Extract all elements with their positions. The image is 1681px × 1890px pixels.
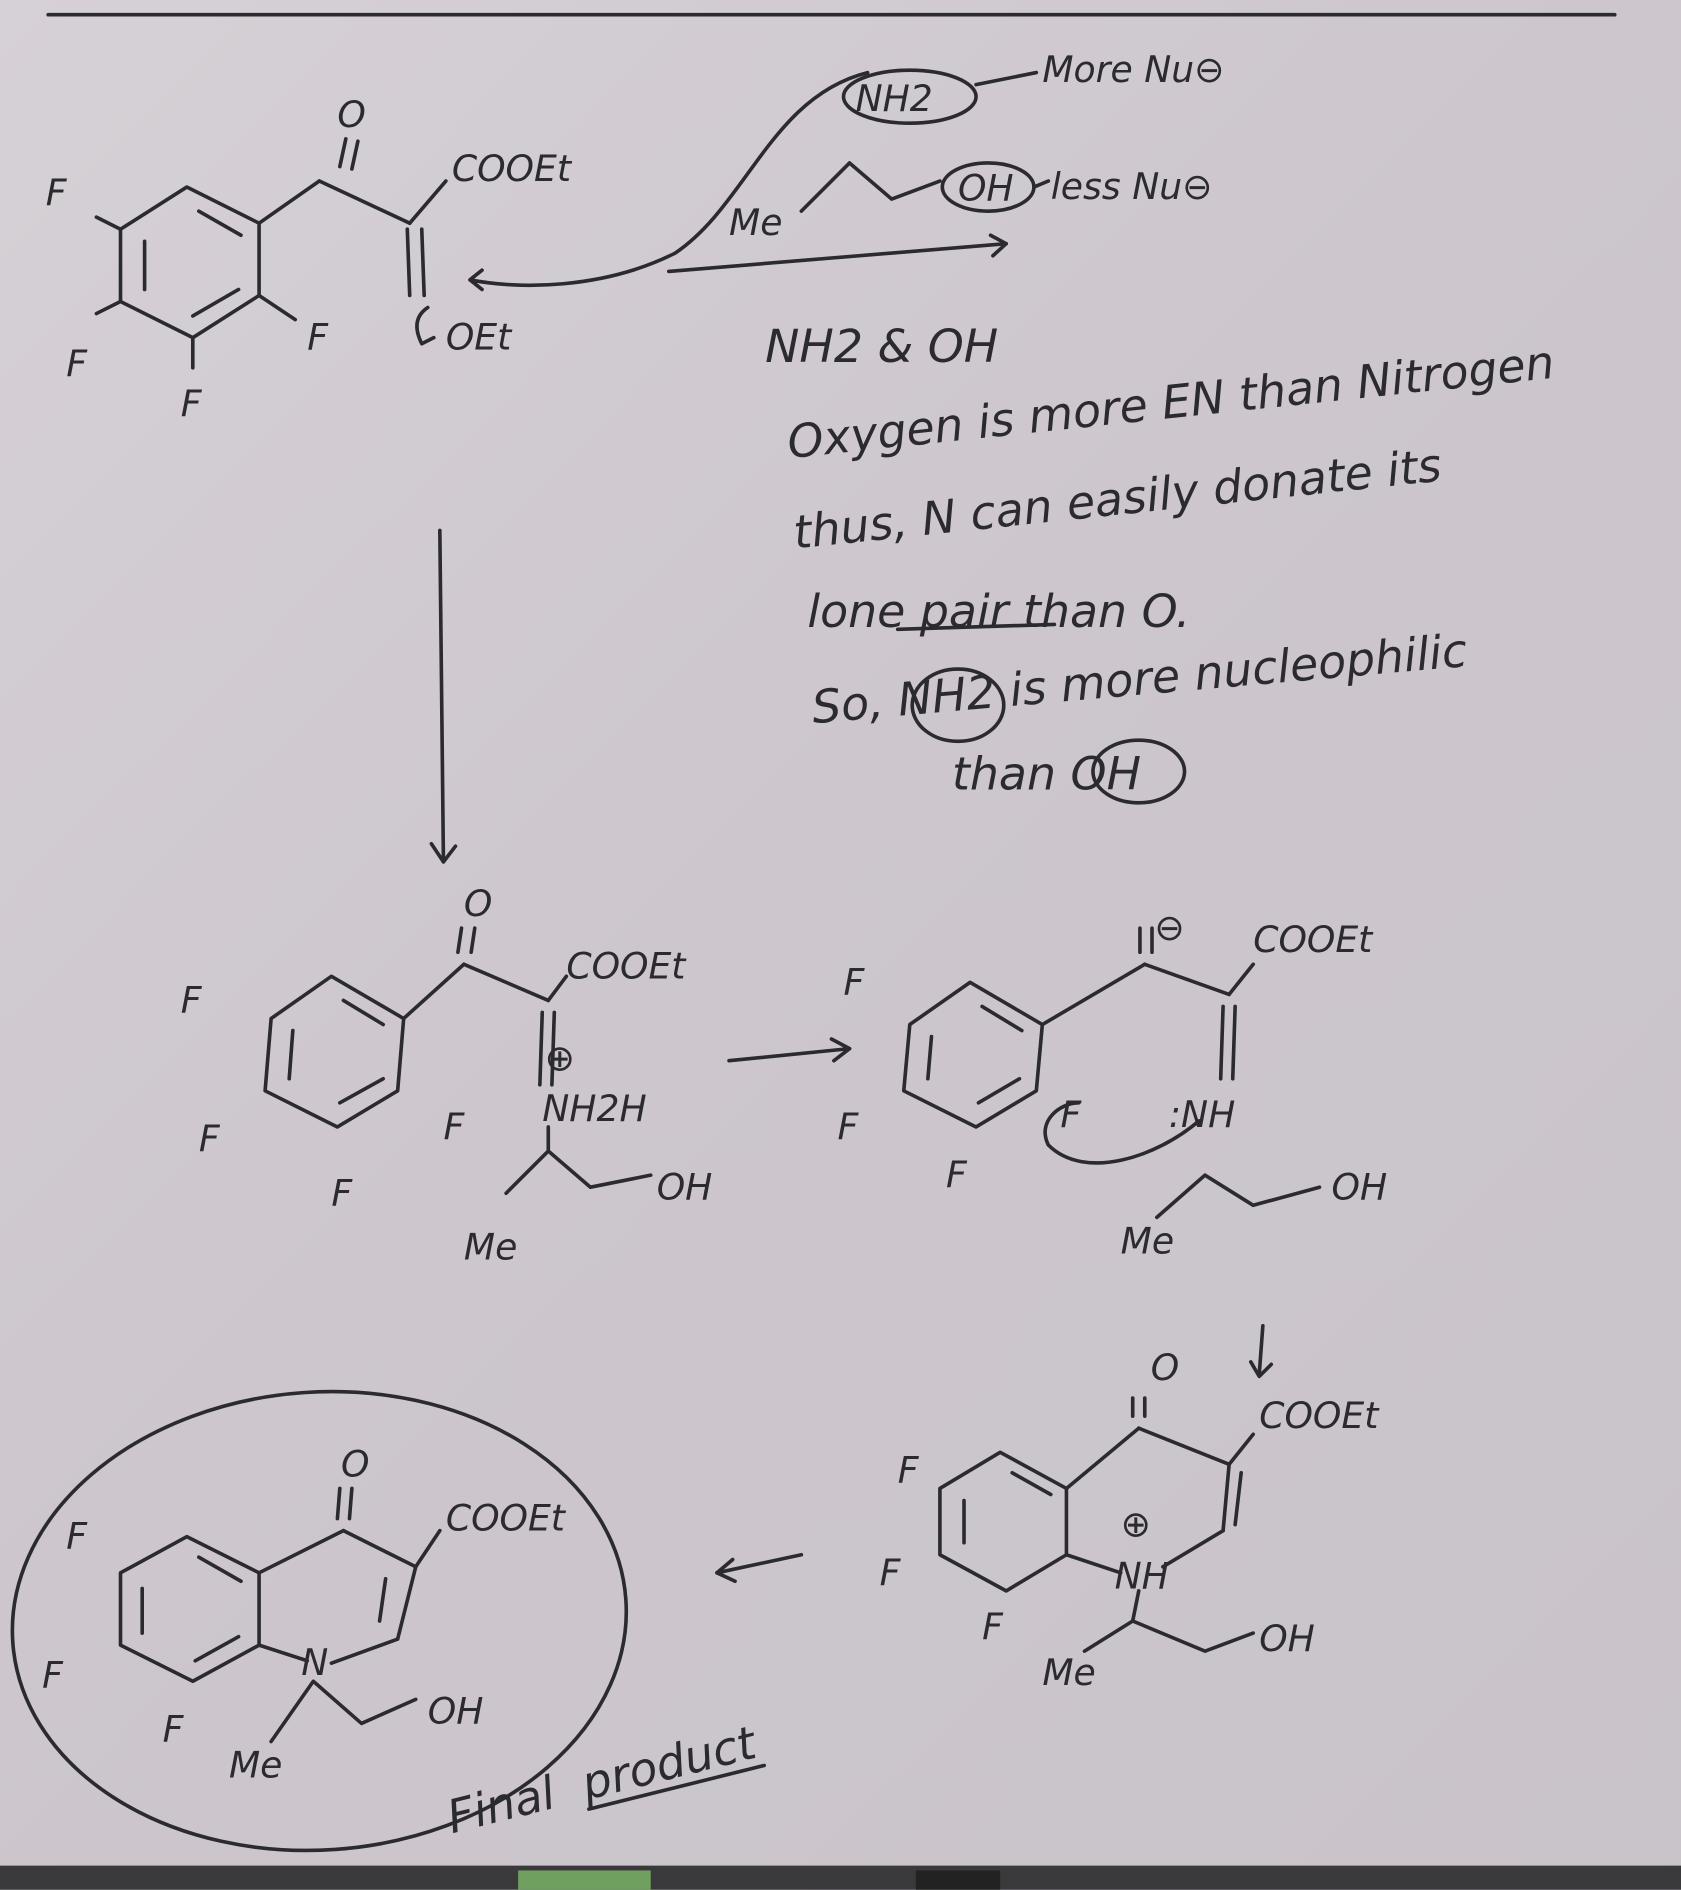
fluorine-label: F xyxy=(331,1171,353,1214)
fluorine-label: F xyxy=(199,1117,221,1160)
methyl-label: Me xyxy=(229,1744,282,1787)
positive-charge: ⊕ xyxy=(1121,1503,1151,1546)
fluorine-label: F xyxy=(46,171,68,214)
fluorine-label: F xyxy=(181,978,203,1021)
fluorine-label: F xyxy=(844,960,866,1003)
positive-charge: ⊕ xyxy=(545,1036,575,1079)
benzene-ring xyxy=(118,185,261,340)
reaction-arrow xyxy=(666,241,1008,274)
amine-label: NH2H xyxy=(542,1087,646,1130)
methyl-label: Me xyxy=(1042,1651,1095,1694)
final-product-structure: O COOEt N OH Me F F F Final product xyxy=(10,1389,767,1853)
explanation-notes: NH2 & OH Oxygen is more EN than Nitrogen… xyxy=(765,319,1557,805)
background-object xyxy=(915,1870,1001,1890)
methyl-label: Me xyxy=(729,201,782,244)
amine-note: More Nu⊖ xyxy=(1042,48,1224,91)
comparison-heading: NH2 & OH xyxy=(765,319,998,373)
carbonyl-oxygen: O xyxy=(1151,1346,1179,1389)
fluorine-label: F xyxy=(837,1105,859,1148)
hydroxyl-label: OH xyxy=(428,1689,484,1732)
right-arrow xyxy=(727,1046,852,1063)
hydroxyl-label: OH xyxy=(657,1165,713,1208)
fluorine-label: F xyxy=(181,382,203,425)
ester-label: COOEt xyxy=(566,945,687,988)
amine-label: NH2 xyxy=(856,77,933,120)
final-caption: Final xyxy=(442,1765,561,1844)
intermediate-1-structure: O COOEt ⊕ NH2H OH Me F F F F xyxy=(181,882,713,1268)
fluorine-label: F xyxy=(163,1708,185,1751)
final-product-circle xyxy=(10,1389,629,1853)
ester-label: COOEt xyxy=(1253,918,1374,961)
note-line: than OH xyxy=(952,747,1141,801)
intermediate-2-structure: ⊖ COOEt :NH F OH Me F F F xyxy=(837,906,1387,1262)
reagent-structure: NH2 More Nu⊖ Me OH less Nu⊖ xyxy=(468,48,1224,292)
fluorine-label: F xyxy=(443,1105,465,1148)
photo-bottom-edge xyxy=(0,1865,1681,1890)
fluorine-label: F xyxy=(66,1515,88,1558)
reactant-structure: O COOEt OEt F F F F xyxy=(46,93,573,425)
down-arrow xyxy=(438,528,446,864)
underline xyxy=(587,1763,767,1811)
leaving-fluorine-label: F xyxy=(1060,1093,1082,1136)
hydroxyl-label: OH xyxy=(1332,1165,1388,1208)
amine-label: :NH xyxy=(1169,1093,1235,1136)
carbonyl-oxygen: O xyxy=(341,1442,369,1485)
ester-label: COOEt xyxy=(1259,1394,1380,1437)
methyl-label: Me xyxy=(464,1226,517,1269)
curved-arrow xyxy=(415,305,436,346)
nucleophilic-attack-arrow xyxy=(468,70,870,292)
carbonyl-oxygen: O xyxy=(337,93,365,136)
amine-circle xyxy=(841,68,978,125)
curved-arrow xyxy=(1043,1101,1201,1165)
fluorine-label: F xyxy=(982,1605,1004,1648)
carbonyl-oxygen: O xyxy=(464,882,492,925)
down-arrow xyxy=(1257,1323,1265,1376)
nitrogen-label: N xyxy=(301,1641,328,1684)
hydroxyl-label: OH xyxy=(1259,1617,1315,1660)
note-line: So, NH2 is more nucleophilic xyxy=(810,623,1470,734)
hydroxyl-note: less Nu⊖ xyxy=(1051,165,1213,208)
ester-label: COOEt xyxy=(452,147,573,190)
fluorine-label: F xyxy=(307,316,329,359)
carbonyl-charge: ⊖ xyxy=(1154,906,1184,949)
ester-label: COOEt xyxy=(446,1497,567,1540)
fluorine-label: F xyxy=(42,1653,64,1696)
amine-label: NH xyxy=(1115,1554,1169,1597)
product-caption: product xyxy=(575,1715,763,1811)
hydroxyl-label: OH xyxy=(958,166,1014,209)
methyl-label: Me xyxy=(1121,1219,1174,1262)
fluorine-label: F xyxy=(66,342,88,385)
leaving-group-label: OEt xyxy=(446,316,513,359)
intermediate-3-structure: O COOEt ⊕ NH OH Me F F F xyxy=(880,1346,1381,1694)
note-line: lone pair than O. xyxy=(807,584,1190,638)
left-arrow xyxy=(715,1552,804,1575)
fluorine-label: F xyxy=(898,1448,920,1491)
background-object xyxy=(518,1870,651,1890)
fluorine-label: F xyxy=(946,1153,968,1196)
fluorine-label: F xyxy=(880,1551,902,1594)
